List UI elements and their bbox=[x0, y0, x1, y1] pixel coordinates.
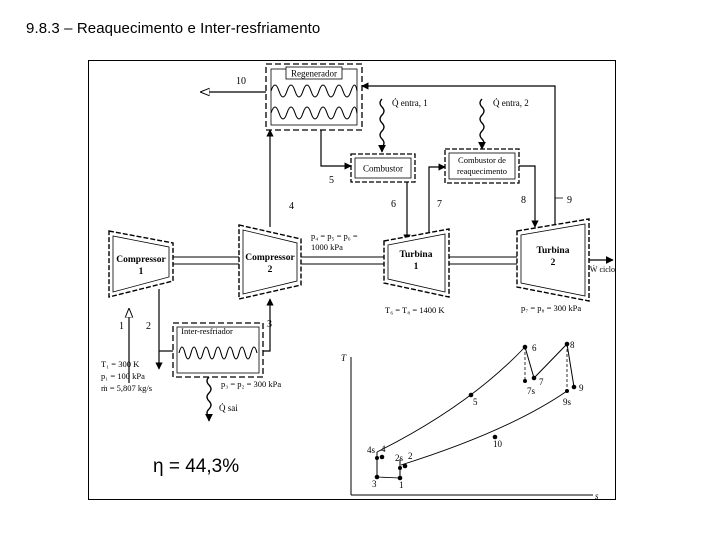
turbine-2-number: 2 bbox=[551, 258, 556, 268]
ts-point-10 bbox=[492, 434, 498, 440]
ts-point-8 bbox=[564, 341, 570, 347]
ts-label-4s: 4s bbox=[367, 445, 376, 455]
reheat-combustor-label-2: reaquecimento bbox=[457, 166, 507, 176]
heat-in-2-label: Q̇ entra, 2 bbox=[493, 98, 529, 108]
shaft bbox=[173, 256, 517, 265]
inlet-mass-flow: ṁ = 5,807 kg/s bbox=[101, 383, 152, 393]
ts-label-10: 10 bbox=[493, 439, 503, 449]
ts-label-2: 2 bbox=[408, 451, 413, 461]
ts-point-6 bbox=[522, 344, 528, 350]
state-label-6: 6 bbox=[391, 199, 396, 210]
line-8 bbox=[519, 165, 539, 228]
compressor-2: Compressor 2 bbox=[238, 224, 302, 300]
inlet-pressure: p₁ = 100 kPa bbox=[101, 371, 145, 381]
ts-label-7s: 7s bbox=[527, 386, 536, 396]
ts-point-1 bbox=[397, 475, 403, 481]
state-label-1: 1 bbox=[119, 321, 124, 332]
line-7 bbox=[428, 163, 446, 236]
ts-label-3: 3 bbox=[372, 479, 377, 489]
ts-y-axis-label: T bbox=[341, 353, 347, 363]
ts-label-9s: 9s bbox=[563, 397, 572, 407]
ts-point-7 bbox=[531, 375, 537, 381]
ts-point-5 bbox=[468, 392, 474, 398]
compressor-1: Compressor 1 bbox=[108, 230, 174, 298]
combustor-block: Combustor bbox=[350, 153, 416, 183]
ts-label-1: 1 bbox=[399, 480, 404, 490]
ts-label-5: 5 bbox=[473, 397, 478, 407]
intercooler-block: Inter-resfriador bbox=[172, 322, 264, 378]
ts-point-3 bbox=[374, 474, 380, 480]
ts-label-2s: 2s bbox=[395, 453, 404, 463]
pressure-high-label-2: 1000 kPa bbox=[311, 242, 343, 252]
reheat-combustor-label-1: Combustor de bbox=[458, 155, 506, 165]
state-label-5: 5 bbox=[329, 175, 334, 186]
ts-x-axis-label: s bbox=[595, 491, 599, 501]
ts-point-9s bbox=[565, 389, 569, 393]
ts-point-7s bbox=[523, 379, 527, 383]
regenerator-block: Regenerador bbox=[265, 63, 363, 131]
ts-label-6: 6 bbox=[532, 343, 537, 353]
slide-title: 9.8.3 – Reaquecimento e Inter-resfriamen… bbox=[26, 20, 321, 37]
heat-out-label: Q̇ sai bbox=[219, 403, 238, 413]
reheat-combustor-block: Combustor de reaquecimento bbox=[444, 148, 520, 184]
regenerator-label: Regenerador bbox=[291, 69, 337, 79]
compressor-1-label: Compressor bbox=[116, 255, 166, 265]
intercooler-label: Inter-resfriador bbox=[181, 326, 233, 336]
turbine-1-number: 1 bbox=[414, 262, 419, 272]
cycle-figure: Regenerador 10 9 4 5 Combustor Q̇ entra,… bbox=[88, 60, 616, 501]
state-label-3: 3 bbox=[267, 319, 272, 330]
combustor-label: Combustor bbox=[363, 164, 403, 174]
state-label-7: 7 bbox=[437, 199, 442, 210]
state-label-10: 10 bbox=[236, 76, 246, 87]
ts-label-9: 9 bbox=[579, 383, 584, 393]
state-label-8: 8 bbox=[521, 195, 526, 206]
efficiency-value: η = 44,3% bbox=[153, 456, 240, 477]
compressor-1-number: 1 bbox=[139, 267, 144, 277]
turbine-2: Turbina 2 bbox=[516, 218, 590, 302]
line-5 bbox=[320, 130, 352, 170]
line-3 bbox=[263, 298, 274, 352]
schematic-svg: Regenerador 10 9 4 5 Combustor Q̇ entra,… bbox=[101, 63, 615, 501]
state-label-2: 2 bbox=[146, 321, 151, 332]
heat-in-1-label: Q̇ entra, 1 bbox=[392, 98, 428, 108]
work-out-label: Ẇ ciclo bbox=[590, 265, 615, 274]
inlet-temp: T₁ = 300 K bbox=[101, 359, 140, 369]
ts-point-9 bbox=[571, 384, 577, 390]
regenerator-coil-bottom bbox=[270, 106, 358, 120]
ts-point-4s bbox=[375, 456, 379, 460]
pressure-high-label-1: p₄ = p₅ = p₆ = bbox=[311, 231, 358, 241]
ts-point-2 bbox=[402, 463, 408, 469]
turbine-1: Turbina 1 bbox=[383, 228, 450, 298]
turbine-2-label: Turbina bbox=[537, 246, 570, 256]
heat-in-1-arrow bbox=[378, 98, 386, 153]
turbine-2-pressure: p₇ = p₈ = 300 kPa bbox=[521, 303, 581, 313]
regenerator-coil-top bbox=[270, 84, 358, 98]
state-label-9: 9 bbox=[567, 195, 572, 206]
ts-label-4: 4 bbox=[381, 444, 386, 454]
ts-diagram: T s 6 bbox=[341, 340, 599, 501]
state-label-4: 4 bbox=[289, 201, 294, 212]
ts-label-7: 7 bbox=[539, 377, 544, 387]
ts-label-8: 8 bbox=[570, 340, 575, 350]
intercooler-pressure: p₃ = p₂ = 300 kPa bbox=[221, 379, 281, 389]
heat-out-arrow bbox=[205, 376, 213, 422]
compressor-2-number: 2 bbox=[268, 265, 273, 275]
turbine-1-label: Turbina bbox=[400, 250, 433, 260]
intercooler-coil bbox=[178, 346, 258, 360]
compressor-2-label: Compressor bbox=[245, 253, 295, 263]
heat-in-2-arrow bbox=[478, 98, 486, 150]
turbine-temperatures: T₆ = T₈ = 1400 K bbox=[385, 305, 445, 315]
ts-point-2s bbox=[398, 466, 402, 470]
ts-point-4 bbox=[379, 454, 385, 460]
